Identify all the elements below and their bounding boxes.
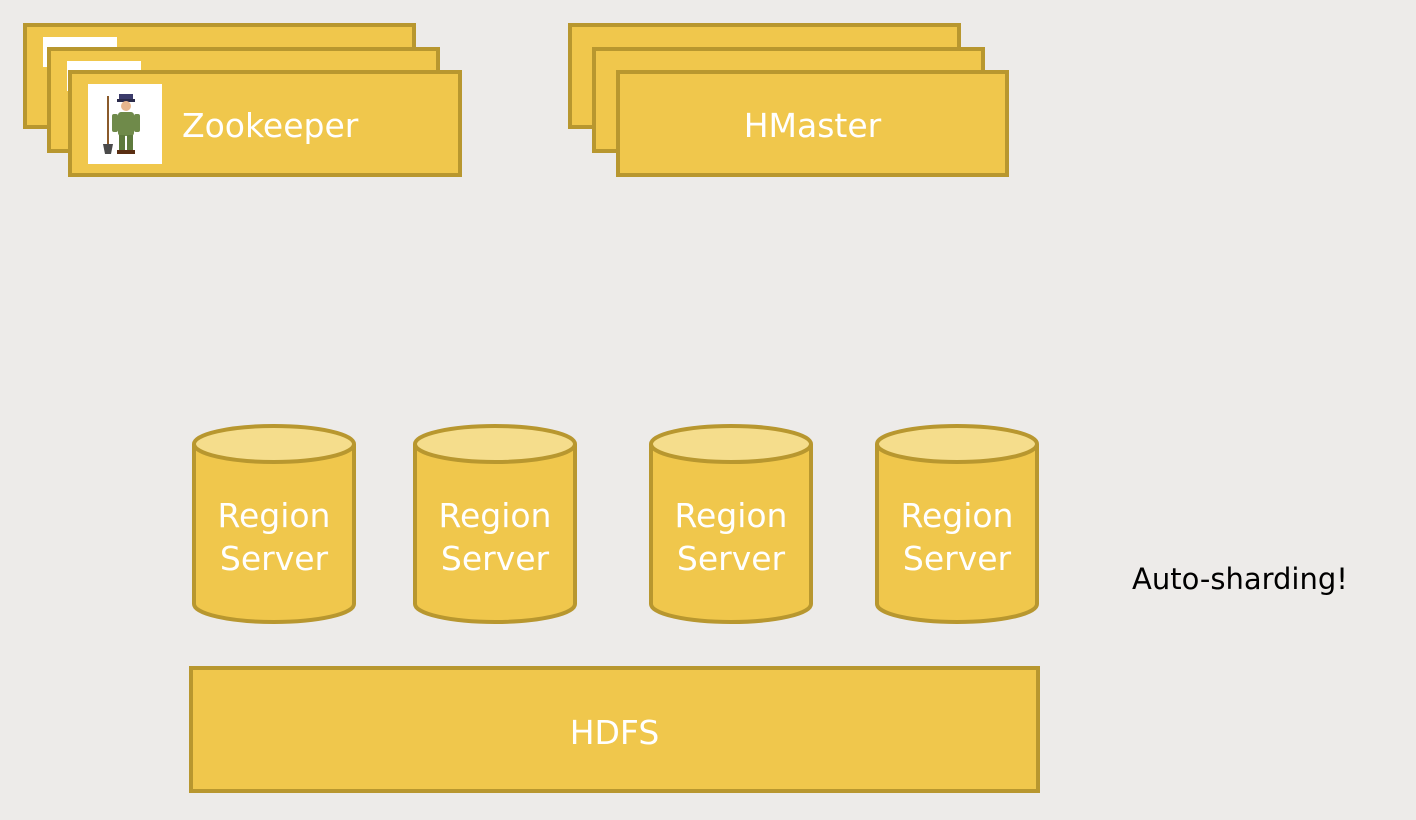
hmaster-label: HMaster xyxy=(743,106,882,145)
region-server-1-label: Region Server xyxy=(217,496,331,578)
zookeeper-figure-icon xyxy=(88,84,162,164)
zookeeper-label: Zookeeper xyxy=(182,106,359,145)
region-server-3: Region Server xyxy=(647,422,815,624)
zookeeper-box: Zookeeper xyxy=(68,70,462,177)
region-server-1: Region Server xyxy=(190,422,358,624)
region-server-2: Region Server xyxy=(411,422,579,624)
hdfs-box: HDFS xyxy=(189,666,1040,793)
region-server-3-label: Region Server xyxy=(674,496,788,578)
region-server-4: Region Server xyxy=(873,422,1041,624)
hdfs-label: HDFS xyxy=(569,713,660,752)
auto-sharding-note: Auto-sharding! xyxy=(1132,562,1348,596)
region-server-2-label: Region Server xyxy=(438,496,552,578)
region-server-4-label: Region Server xyxy=(900,496,1014,578)
hmaster-box: HMaster xyxy=(616,70,1009,177)
